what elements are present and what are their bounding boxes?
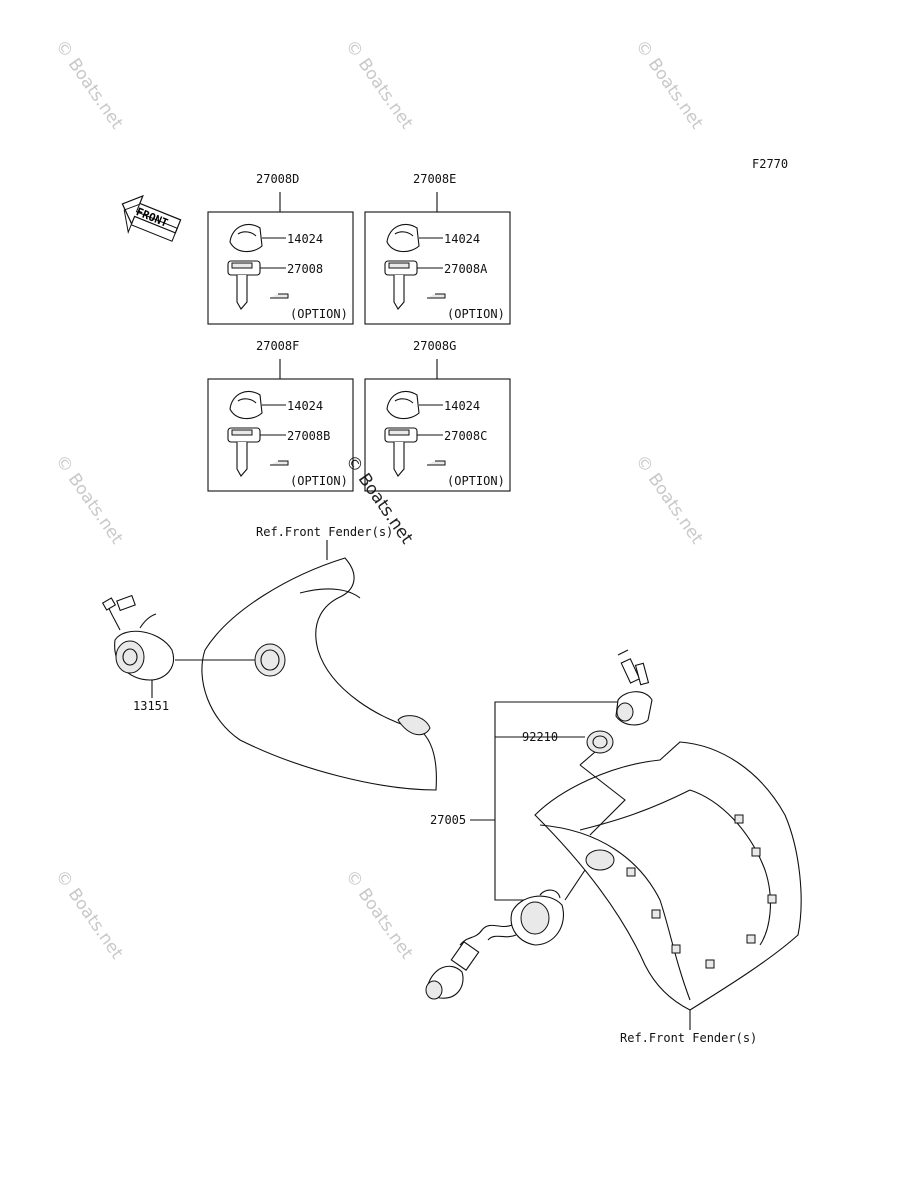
watermark: © Boats.net bbox=[341, 36, 417, 133]
knob-cap-icon bbox=[386, 224, 420, 253]
switch-part-label: 13151 bbox=[133, 699, 169, 713]
assembly-part-label: 27008F bbox=[256, 339, 299, 353]
nut-part-label: 92210 bbox=[522, 730, 558, 744]
key-part-label: 27008 bbox=[287, 262, 323, 276]
switch-hole bbox=[254, 643, 286, 677]
key-part-label: 27008A bbox=[444, 262, 488, 276]
key-part-label: 27008C bbox=[444, 429, 487, 443]
tag-mark-icon bbox=[270, 293, 289, 299]
option-label: (OPTION) bbox=[447, 307, 505, 321]
fender-ref-upper-label: Ref.Front Fender(s) bbox=[256, 525, 393, 539]
watermark: © Boats.net bbox=[51, 866, 127, 963]
key-blade-icon bbox=[236, 442, 248, 477]
knob-part-label: 14024 bbox=[287, 232, 323, 246]
option-label: (OPTION) bbox=[447, 474, 505, 488]
upper-fender-panel: Ref.Front Fender(s) bbox=[201, 525, 437, 791]
knob-part-label: 14024 bbox=[287, 399, 323, 413]
ignition-switch-13151: 13151 bbox=[101, 594, 255, 713]
tag-mark-icon bbox=[270, 460, 289, 466]
watermark: © Boats.net bbox=[631, 36, 707, 133]
figure-code: F2770 bbox=[752, 157, 788, 171]
watermark: © Boats.net bbox=[51, 36, 127, 133]
key-set-box: 27008G 14024 27008C (OPTION) bbox=[364, 339, 511, 492]
knob-part-label: 14024 bbox=[444, 399, 480, 413]
knob-part-label: 14024 bbox=[444, 232, 480, 246]
tag-mark-icon bbox=[427, 293, 446, 299]
key-blade-icon bbox=[393, 275, 405, 310]
key-set-box: 27008F 14024 27008B (OPTION) bbox=[207, 339, 354, 492]
option-label: (OPTION) bbox=[290, 474, 348, 488]
fender-ref-lower-label: Ref.Front Fender(s) bbox=[620, 1031, 757, 1045]
lower-fender: Ref.Front Fender(s) bbox=[534, 741, 802, 1045]
key-set-box: 27008D 14024 27008 (OPTION) bbox=[207, 172, 354, 325]
fender-tabs bbox=[626, 814, 777, 969]
watermark: © Boats.net bbox=[631, 451, 707, 548]
knob-cap-icon bbox=[229, 224, 263, 253]
knob-cap-icon bbox=[386, 391, 420, 420]
front-arrow-icon: FRONT bbox=[121, 194, 182, 242]
assembly-part-label: 27008G bbox=[413, 339, 456, 353]
key-part-label: 27008B bbox=[287, 429, 330, 443]
switch-assembly-label: 27005 bbox=[430, 813, 466, 827]
tag-mark-icon bbox=[427, 460, 446, 466]
key-blade-icon bbox=[236, 275, 248, 310]
key-set-box: 27008E 14024 27008A (OPTION) bbox=[364, 172, 511, 325]
switch-assembly-27005: 92210 27005 bbox=[425, 649, 653, 1000]
assembly-part-label: 27008E bbox=[413, 172, 456, 186]
assembly-part-label: 27008D bbox=[256, 172, 299, 186]
key-blade-icon bbox=[393, 442, 405, 477]
watermark: © Boats.net bbox=[341, 866, 417, 963]
option-label: (OPTION) bbox=[290, 307, 348, 321]
knob-cap-icon bbox=[229, 391, 263, 420]
watermark: © Boats.net bbox=[51, 451, 127, 548]
